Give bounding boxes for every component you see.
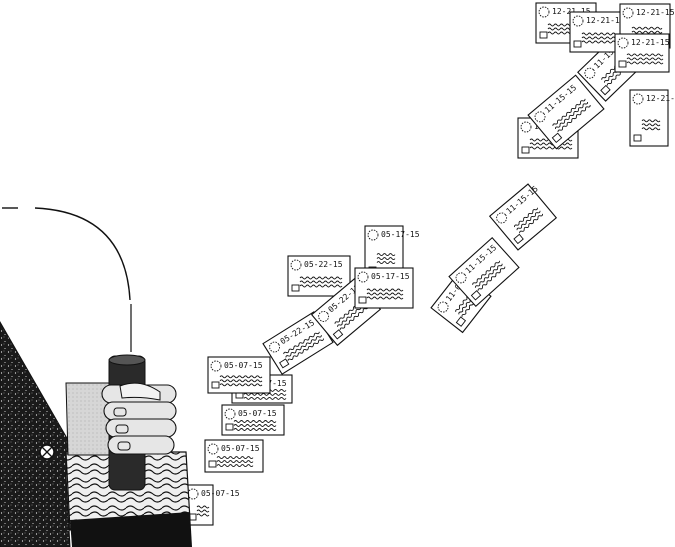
stamp-icon bbox=[573, 40, 582, 48]
envelope-date: 12-21-15 bbox=[646, 94, 675, 103]
stamp-icon bbox=[600, 84, 611, 96]
envelope: 05-07-15 bbox=[204, 439, 264, 473]
stamp-icon bbox=[279, 358, 290, 369]
envelope-date: 12-21-15 bbox=[586, 16, 625, 25]
envelope: 11-15-15 bbox=[448, 236, 520, 308]
thumb bbox=[119, 382, 161, 401]
envelope-chain: 05-07-1505-07-1505-07-1505-07-1505-07-15… bbox=[184, 2, 675, 526]
swing-arc bbox=[2, 207, 132, 352]
stamp-icon bbox=[521, 146, 530, 154]
envelope-date: 05-17-15 bbox=[381, 230, 420, 239]
stamp-icon bbox=[291, 284, 300, 292]
stamp-icon bbox=[539, 31, 548, 39]
stamp-icon bbox=[208, 460, 217, 468]
stamp-icon bbox=[633, 134, 642, 142]
envelope: 05-07-15 bbox=[221, 404, 285, 436]
envelope-date: 05-07-15 bbox=[221, 444, 260, 453]
envelope: 11-15-15 bbox=[488, 183, 558, 251]
arm bbox=[0, 320, 192, 547]
envelope: 12-21-15 bbox=[629, 89, 675, 147]
stamp-icon bbox=[618, 60, 627, 68]
envelope: 05-17-15 bbox=[354, 267, 414, 309]
stamp-icon bbox=[551, 132, 563, 144]
stamp-icon bbox=[225, 423, 234, 431]
envelope-date: 05-07-15 bbox=[238, 409, 277, 418]
envelope-date: 05-07-15 bbox=[224, 361, 263, 370]
stamp-icon bbox=[332, 329, 344, 340]
stamp-icon bbox=[455, 316, 467, 327]
envelope-date: 12-21-15 bbox=[636, 8, 675, 17]
stamp-icon bbox=[513, 233, 524, 245]
envelope: 12-21-15 bbox=[614, 33, 670, 73]
envelope: 05-07-15 bbox=[184, 484, 240, 526]
envelope: 05-22-15 bbox=[287, 255, 351, 297]
sleeve bbox=[0, 320, 71, 547]
stamp-icon bbox=[470, 290, 482, 301]
envelope-date: 12-21-15 bbox=[631, 38, 670, 47]
envelope: 05-07-15 bbox=[207, 356, 271, 394]
envelope-date: 05-07-15 bbox=[201, 489, 240, 498]
envelope-date: 05-17-15 bbox=[371, 272, 410, 281]
stamp-icon bbox=[211, 381, 220, 389]
stamp-icon bbox=[358, 296, 367, 304]
envelope-date: 05-22-15 bbox=[304, 260, 343, 269]
